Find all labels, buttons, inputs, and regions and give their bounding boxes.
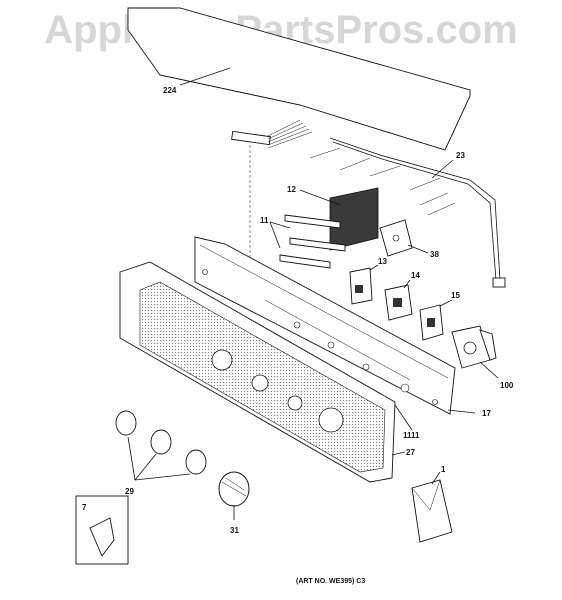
knob-part [115,410,207,481]
part-7-box [75,495,129,565]
label-27: 27 [406,448,415,457]
cabinet-top-part [127,7,471,151]
label-23: 23 [456,151,465,160]
switch-14-part [384,279,413,321]
label-11: 11 [260,216,269,225]
label-1: 1 [441,465,446,474]
label-1111: 1111 [403,431,420,440]
label-15: 15 [451,291,460,300]
leader-1111 [394,404,413,431]
art-reference: (ART NO. WE395) C3 [296,578,365,585]
label-17: 17 [482,409,491,418]
label-38: 38 [430,250,439,259]
switch-13-part [349,264,379,305]
switch-15-part [419,299,453,341]
label-224: 224 [163,86,177,95]
label-100: 100 [500,381,514,390]
control-panel-front-part [119,261,406,483]
label-29: 29 [125,487,134,496]
wire-harness-part [309,137,506,288]
control-panel-backplate [194,236,476,415]
label-7: 7 [82,503,87,512]
label-31: 31 [230,526,239,535]
label-12: 12 [287,185,296,194]
switch-38-part [379,219,429,257]
timer-part [451,325,499,379]
main-knob-part [218,471,250,520]
label-13: 13 [378,257,387,266]
manual-sheet-part [411,471,453,543]
bracket-part [269,214,346,269]
label-14: 14 [411,271,420,280]
circuit-board-part [299,187,379,251]
